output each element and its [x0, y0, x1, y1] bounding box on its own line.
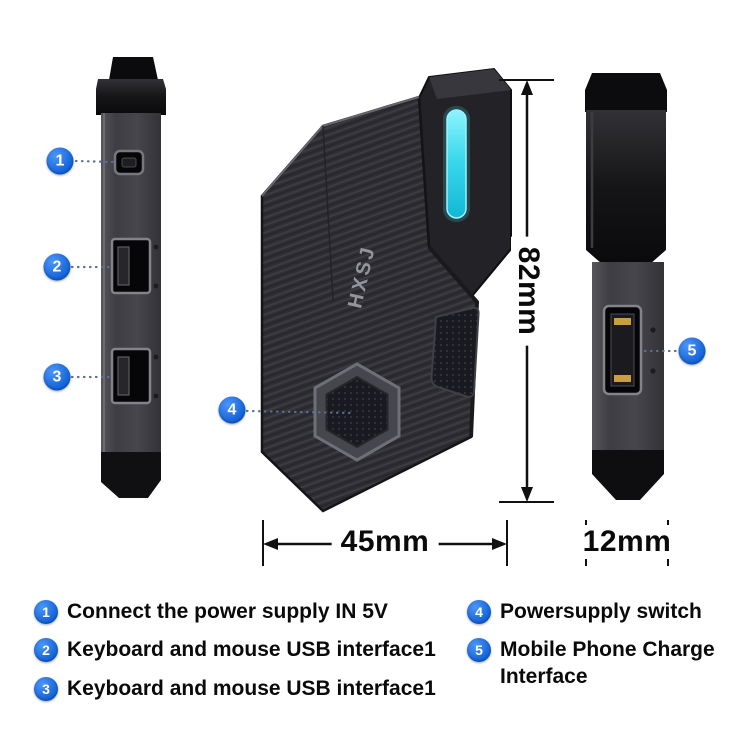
- device-left-view: [96, 57, 166, 498]
- right-bottom-cap: [592, 450, 664, 500]
- power-switch-button: [313, 362, 401, 462]
- device-right-view: [585, 73, 667, 500]
- legend-badge-3: 3: [34, 676, 58, 701]
- legend-left-column: 1 Connect the power supply IN 5V 2 Keybo…: [34, 599, 436, 714]
- device-front-view: HXSJ: [260, 67, 512, 513]
- power-port: [113, 149, 145, 176]
- right-top-cap: [585, 73, 667, 112]
- dimension-height-label: 82mm: [511, 236, 545, 346]
- legend-item-2: 2 Keyboard and mouse USB interface1: [34, 637, 436, 663]
- left-top-tab: [109, 57, 158, 80]
- legend-badge-4: 4: [467, 600, 491, 624]
- legend-text-3: Keyboard and mouse USB interface1: [67, 676, 436, 700]
- left-bottom-cap: [101, 452, 161, 498]
- dimension-width-label: 45mm: [331, 525, 439, 559]
- left-top-cap: [96, 79, 166, 115]
- legend-item-5: 5 Mobile Phone Charge Interface: [467, 637, 729, 690]
- legend-item-1: 1 Connect the power supply IN 5V: [34, 599, 436, 625]
- usb-port-2: [110, 347, 159, 405]
- callout-line-1: [74, 159, 115, 164]
- legend-item-4: 4 Powersupply switch: [467, 599, 729, 625]
- callout-lines: [70, 159, 680, 415]
- right-upper-panel: [586, 110, 666, 264]
- phone-charge-port: [602, 304, 656, 396]
- legend-right-column: 4 Powersupply switch 5 Mobile Phone Char…: [467, 599, 729, 702]
- usb-port-1: [110, 237, 159, 295]
- legend-text-4: Powersupply switch: [500, 600, 702, 623]
- legend-text-2: Keyboard and mouse USB interface1: [67, 638, 436, 662]
- callout-badge-5: 5: [678, 337, 706, 365]
- legend-badge-5: 5: [467, 638, 491, 663]
- callout-badge-4: 4: [218, 396, 246, 424]
- legend-text-1: Connect the power supply IN 5V: [67, 600, 388, 623]
- legend-badge-2: 2: [34, 638, 58, 663]
- callout-badge-2: 2: [43, 253, 71, 281]
- legend-item-3: 3 Keyboard and mouse USB interface1: [34, 676, 436, 702]
- speaker-grille: [430, 306, 480, 398]
- callout-badge-1: 1: [46, 147, 74, 175]
- led-strip: [446, 109, 467, 219]
- callout-badge-3: 3: [43, 363, 71, 391]
- legend-badge-1: 1: [34, 600, 58, 624]
- dimension-depth-label: 12mm: [573, 525, 681, 559]
- callout-line-4: [245, 409, 354, 415]
- legend-text-5: Mobile Phone Charge Interface: [500, 638, 715, 688]
